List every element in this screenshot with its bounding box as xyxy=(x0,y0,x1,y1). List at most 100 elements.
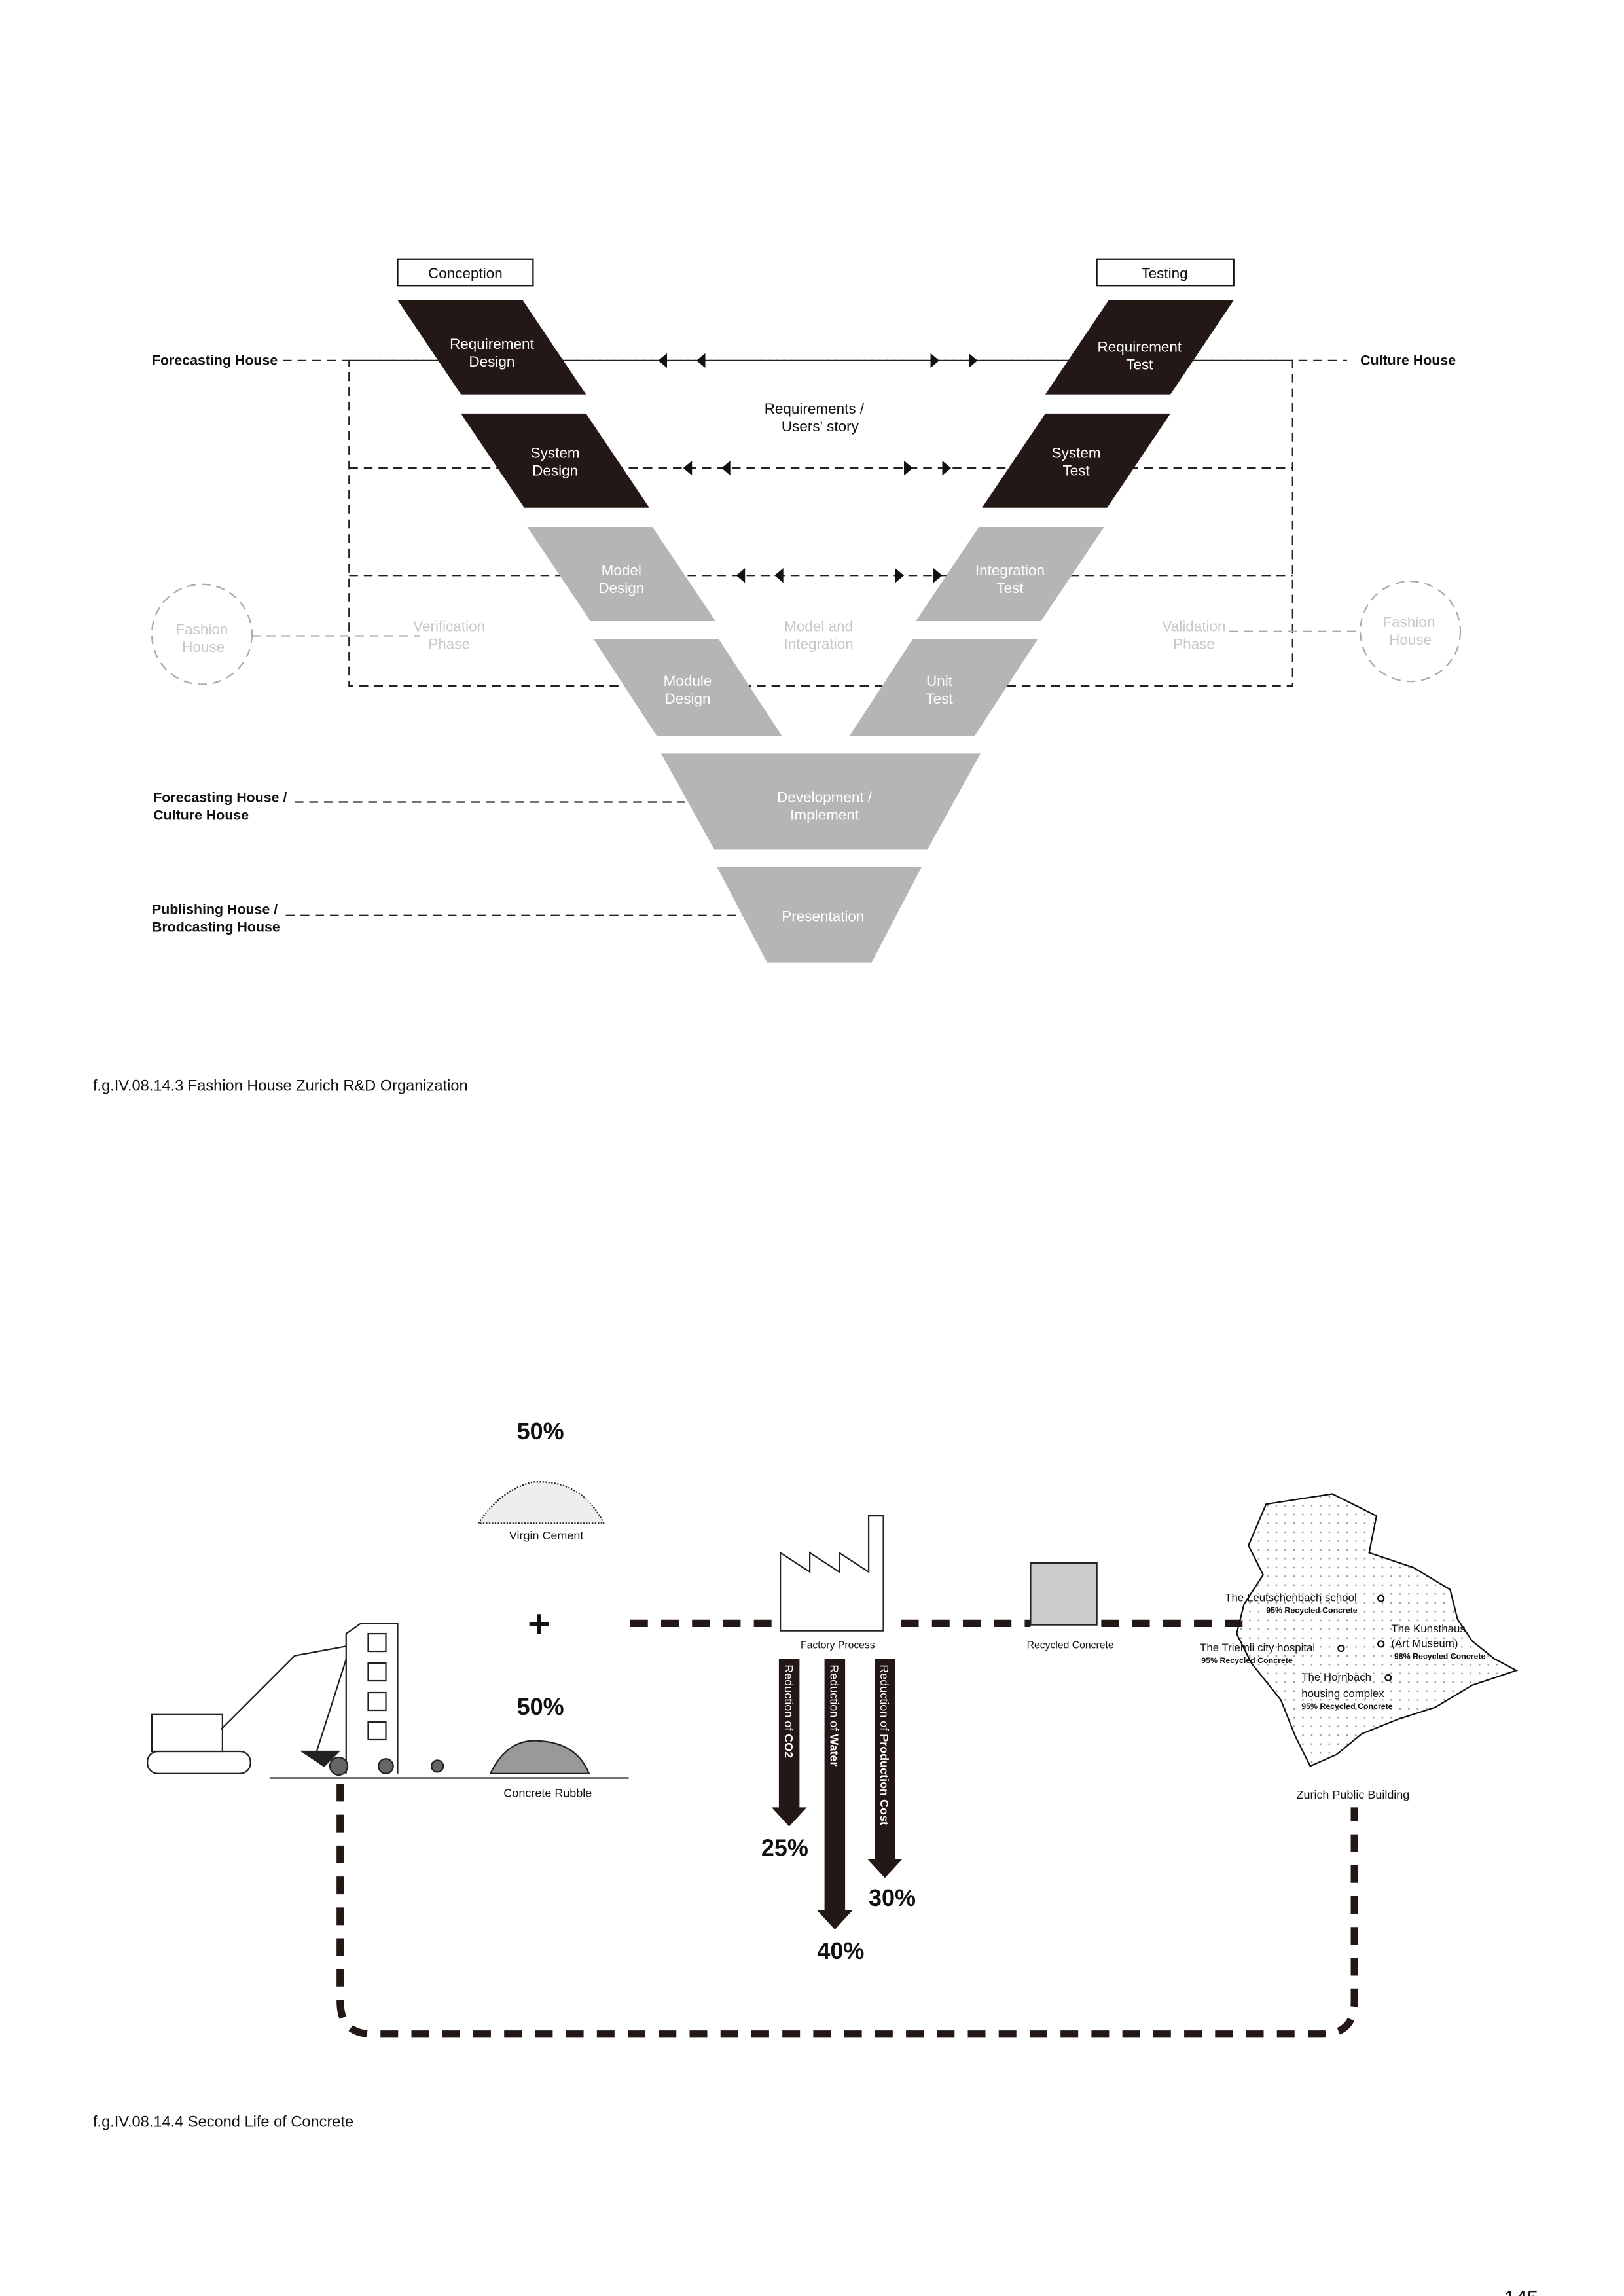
svg-text:Reduction of Production Cost: Reduction of Production Cost xyxy=(878,1664,891,1825)
model-design-block xyxy=(527,527,716,621)
requirements-label: Users' story xyxy=(782,418,859,435)
zurich-map xyxy=(1236,1493,1519,1767)
system-design-label: Design xyxy=(532,462,578,478)
validation-phase-label: Phase xyxy=(1173,636,1215,653)
recycled-concrete-block-icon xyxy=(1030,1562,1098,1626)
svg-text:Reduction of CO2: Reduction of CO2 xyxy=(782,1664,795,1758)
integration-test-label: Test xyxy=(996,580,1024,596)
arrow-right-icon xyxy=(968,353,978,368)
site-name: housing complex xyxy=(1301,1687,1384,1700)
arrow-right-icon xyxy=(933,568,943,583)
arrow-right-icon xyxy=(930,353,940,368)
plus-sign: + xyxy=(528,1603,550,1645)
module-design-block xyxy=(593,638,782,736)
figure-caption: f.g.IV.08.14.4 Second Life of Concrete xyxy=(93,2113,353,2130)
site-percent: 95% Recycled Concrete xyxy=(1266,1606,1358,1615)
arrow-right-icon xyxy=(904,460,913,476)
rubble-percent: 50% xyxy=(517,1693,564,1720)
model-design-label: Design xyxy=(598,580,644,596)
demolished-building-icon xyxy=(345,1623,399,1774)
arrow-icons xyxy=(658,353,978,583)
site-name: The Triemli city hospital xyxy=(1200,1641,1315,1654)
verification-phase-label: Verification xyxy=(413,619,485,635)
conception-label: Conception xyxy=(428,265,503,281)
module-design-label: Design xyxy=(665,691,711,707)
fashion-house-right-circle xyxy=(1360,581,1462,683)
requirement-test-label: Requirement xyxy=(1098,338,1182,355)
model-integration-label: Integration xyxy=(784,636,854,653)
arrow-left-icon xyxy=(736,568,746,583)
site-marker xyxy=(1377,1640,1385,1648)
publishing-label: Publishing House / xyxy=(152,901,278,917)
excavator-icon xyxy=(147,1644,352,1774)
system-test-label: Test xyxy=(1063,462,1091,478)
requirement-design-label: Design xyxy=(469,353,514,370)
system-test-label: System xyxy=(1052,444,1101,461)
requirement-test-block xyxy=(1045,300,1234,395)
culture-house-label: Culture House xyxy=(1360,353,1456,368)
arrow-right-icon xyxy=(942,460,952,476)
reduction-arrow-cost: Reduction of Production Cost 30% xyxy=(867,1659,916,1911)
fashion-house-left-label: House xyxy=(182,639,225,655)
module-design-label: Module xyxy=(664,673,712,689)
requirement-test-label: Test xyxy=(1126,356,1153,372)
system-design-block xyxy=(461,413,650,508)
virgin-percent: 50% xyxy=(517,1418,564,1444)
requirements-label: Requirements / xyxy=(765,401,865,417)
reduction-arrow-water: Reduction of Water 40% xyxy=(817,1659,864,1964)
requirement-design-label: Requirement xyxy=(450,336,534,352)
factory-process-label: Factory Process xyxy=(801,1640,875,1651)
development-label: Implement xyxy=(790,807,859,823)
recycled-concrete-label: Recycled Concrete xyxy=(1027,1640,1114,1651)
factory-icon xyxy=(780,1515,884,1632)
testing-label: Testing xyxy=(1141,265,1187,281)
v-model-diagram: Conception Testing Requirement Design Re… xyxy=(93,258,1462,1094)
forecasting-house-label: Forecasting House xyxy=(152,353,278,368)
unit-test-label: Unit xyxy=(926,673,953,689)
site-percent: 95% Recycled Concrete xyxy=(1301,1702,1393,1711)
presentation-label: Presentation xyxy=(782,908,864,925)
map-sites: The Leutschenbach school 95% Recycled Co… xyxy=(1200,1592,1485,1711)
system-test-block xyxy=(982,413,1171,508)
zurich-public-building-label: Zurich Public Building xyxy=(1297,1788,1410,1801)
site-name: The Hornbach xyxy=(1301,1671,1371,1683)
concrete-rubble-label: Concrete Rubble xyxy=(503,1787,592,1800)
unit-test-label: Test xyxy=(926,691,953,707)
reduction-arrow-co2: Reduction of CO2 25% xyxy=(761,1659,808,1861)
fashion-house-left-label: Fashion xyxy=(175,621,228,637)
conception-box xyxy=(397,258,534,287)
site-marker xyxy=(1384,1674,1392,1682)
site-percent: 98% Recycled Concrete xyxy=(1394,1651,1486,1660)
arrow-left-icon xyxy=(658,353,668,368)
model-design-label: Model xyxy=(602,562,641,579)
model-integration-label: Model and xyxy=(784,619,853,635)
arrow-right-icon xyxy=(895,568,905,583)
site-name: The Kunsthaus xyxy=(1391,1623,1465,1635)
rubble-icon xyxy=(329,1740,590,1776)
figure-caption: f.g.IV.08.14.3 Fashion House Zurich R&D … xyxy=(93,1077,468,1094)
presentation-block xyxy=(717,867,922,963)
site-marker xyxy=(1377,1594,1385,1602)
return-loop-line xyxy=(336,1784,1358,2038)
site-name: The Leutschenbach school xyxy=(1225,1592,1357,1604)
development-block xyxy=(661,753,981,850)
arrow-left-icon xyxy=(774,568,784,583)
page-number: 145 xyxy=(1504,2286,1539,2296)
fashion-house-right-label: House xyxy=(1389,632,1432,648)
integration-test-block xyxy=(916,527,1104,621)
concrete-diagram: 50% Virgin Cement + 50% Concrete Rubble … xyxy=(93,1418,1519,2130)
co2-reduction-value: 25% xyxy=(761,1835,808,1861)
fashion-house-right-label: Fashion xyxy=(1382,614,1435,630)
requirement-design-block xyxy=(397,300,586,395)
water-reduction-value: 40% xyxy=(817,1937,864,1964)
integration-test-label: Integration xyxy=(975,562,1045,579)
arrow-left-icon xyxy=(721,460,731,476)
arrow-left-icon xyxy=(696,353,706,368)
site-name: (Art Museum) xyxy=(1391,1637,1458,1649)
publishing-label: Brodcasting House xyxy=(152,919,280,935)
validation-phase-label: Validation xyxy=(1163,619,1226,635)
verification-phase-label: Phase xyxy=(428,636,470,653)
cost-reduction-value: 30% xyxy=(869,1884,916,1911)
svg-text:Reduction of Water: Reduction of Water xyxy=(828,1664,841,1766)
development-label: Development / xyxy=(777,789,873,806)
